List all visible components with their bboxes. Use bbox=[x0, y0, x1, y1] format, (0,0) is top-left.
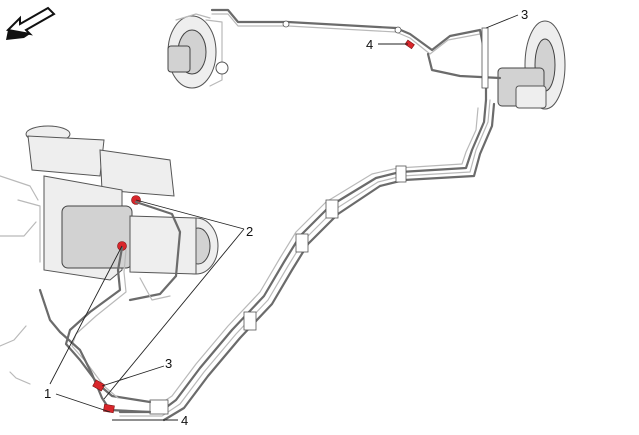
callout-2: 2 bbox=[246, 224, 253, 239]
lower-hose-joint-3-red bbox=[92, 379, 106, 392]
upper-hose-joint-red bbox=[404, 39, 415, 50]
callout-3-upper: 3 bbox=[521, 7, 528, 22]
callout-1: 1 bbox=[44, 386, 51, 401]
front-direction-arrow-icon bbox=[5, 6, 56, 40]
callout-3-lower: 3 bbox=[165, 356, 172, 371]
callout-4-lower: 4 bbox=[181, 413, 188, 428]
leader-lines bbox=[49, 14, 519, 421]
callout-4-upper: 4 bbox=[366, 37, 373, 52]
main-brake-line-bundle bbox=[118, 98, 496, 422]
rear-crossover-brake-line bbox=[210, 8, 502, 102]
rear-right-brake-assembly bbox=[497, 20, 566, 110]
rear-left-brake-assembly bbox=[167, 13, 229, 89]
abs-module bbox=[0, 125, 219, 281]
callout-labels: 2 1 3 4 3 4 bbox=[44, 7, 528, 428]
